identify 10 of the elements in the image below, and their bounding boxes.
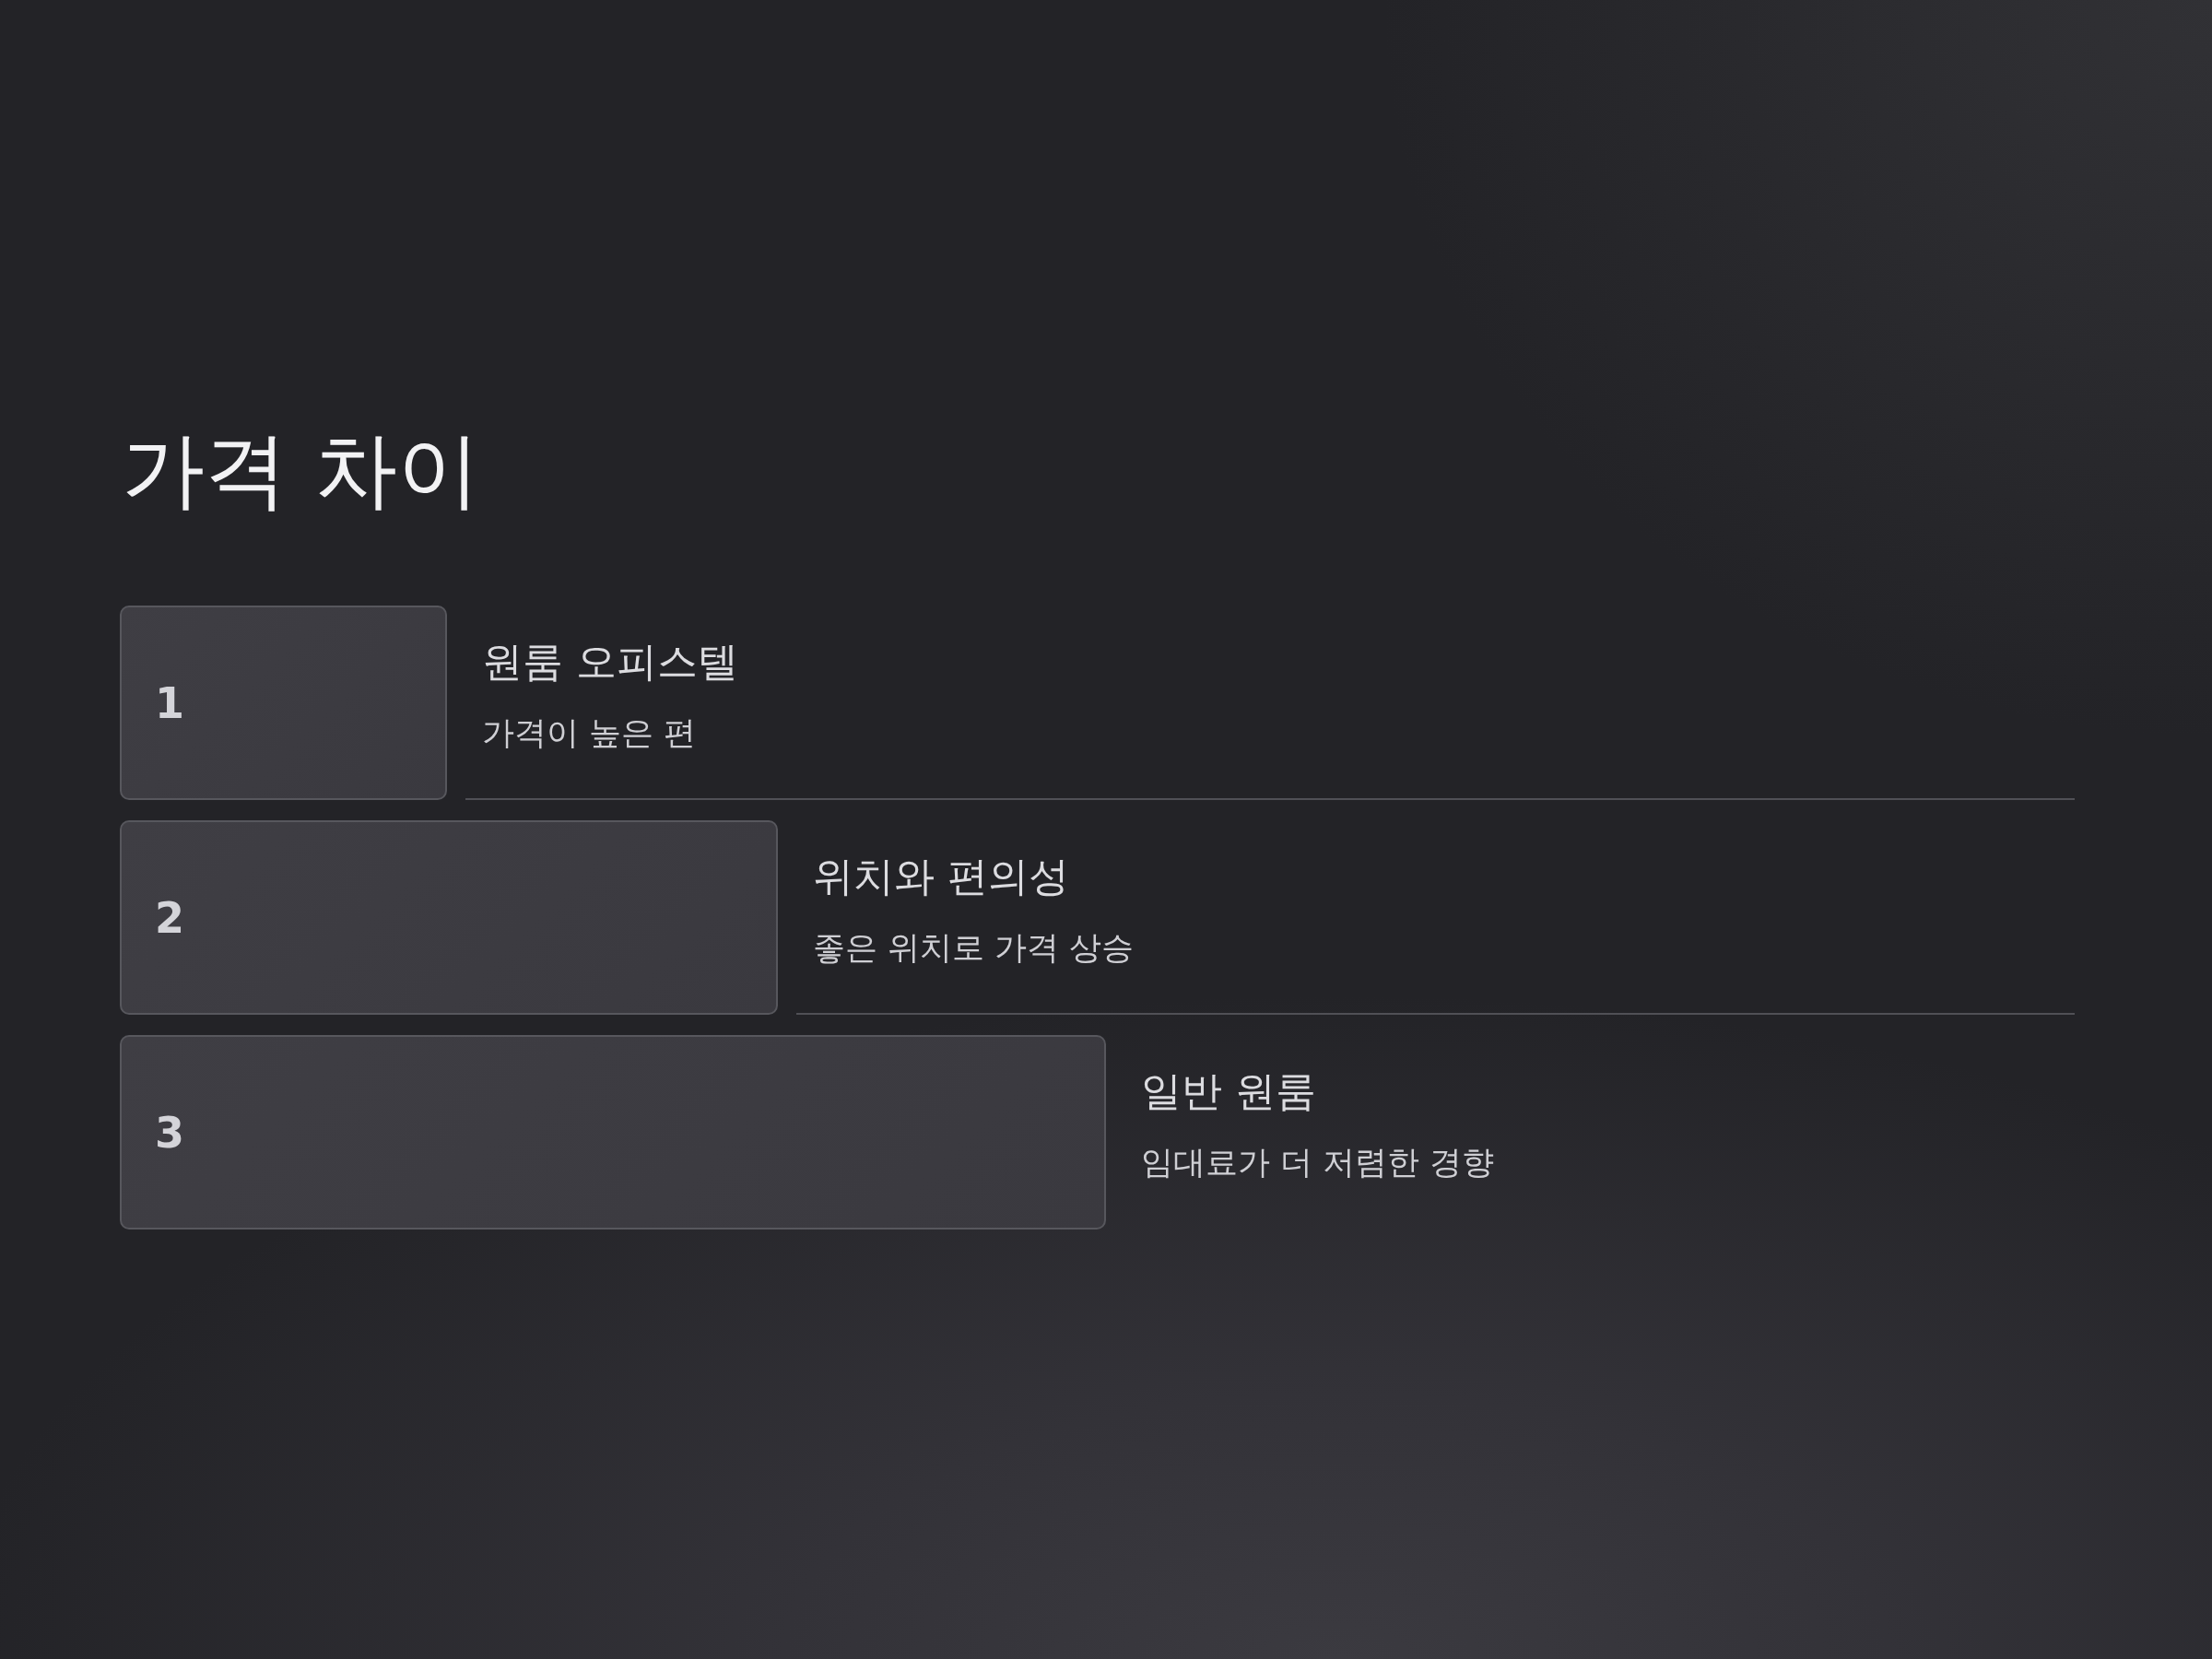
rank-bar: 1 bbox=[120, 606, 447, 800]
rank-bar: 2 bbox=[120, 820, 778, 1015]
item-description: 좋은 위치로 가격 상승 bbox=[813, 928, 1135, 968]
rank-bar: 3 bbox=[120, 1035, 1106, 1230]
item-heading: 원룸 오피스텔 bbox=[482, 637, 738, 687]
item-heading: 위치와 편의성 bbox=[813, 852, 1069, 901]
title: 가격 차이 bbox=[122, 424, 480, 516]
item-description: 임대료가 더 저렴한 경향 bbox=[1141, 1143, 1495, 1182]
item-description: 가격이 높은 편 bbox=[482, 713, 697, 753]
item-heading: 일반 원룸 bbox=[1141, 1066, 1316, 1116]
